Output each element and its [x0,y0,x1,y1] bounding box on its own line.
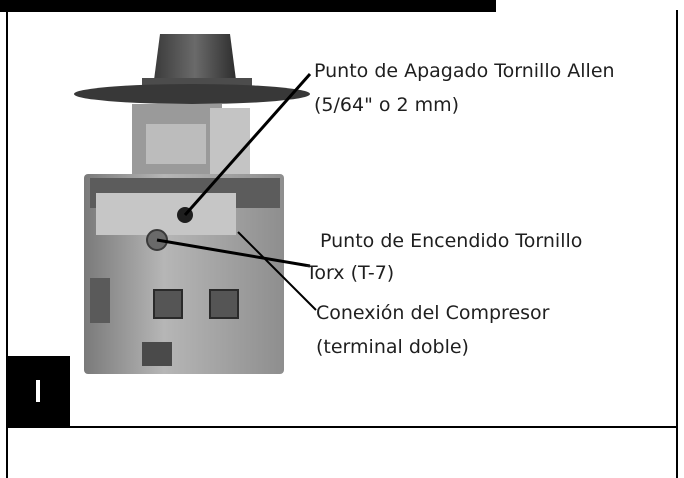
leader-line-compressor [237,231,317,311]
bracket-face [146,124,206,164]
callout-compressor-line2: (terminal doble) [316,336,469,358]
leader-line-off-point [183,73,312,216]
frame-bottom-border [6,426,678,428]
thermostat-control-photo [74,34,310,374]
callout-off-point-line2: (5/64" o 2 mm) [314,94,460,116]
bottom-terminal [142,342,172,366]
header-bar [0,0,496,12]
knob-disk [74,84,310,104]
callout-on-point-line1: Punto de Encendido Tornillo [320,230,583,252]
control-knob [154,34,236,80]
leader-line-on-point [156,238,311,268]
side-terminal [90,278,110,323]
section-tab-mark [36,380,40,402]
callout-on-point-line2: Torx (T-7) [306,262,395,284]
frame-right-border [676,10,678,478]
compressor-terminal-right [209,289,239,319]
adjust-plate [96,193,236,235]
frame-left-border [6,10,8,478]
compressor-terminal-left [153,289,183,319]
callout-off-point-line1: Punto de Apagado Tornillo Allen [314,60,615,82]
callout-compressor-line1: Conexión del Compresor [316,302,550,324]
